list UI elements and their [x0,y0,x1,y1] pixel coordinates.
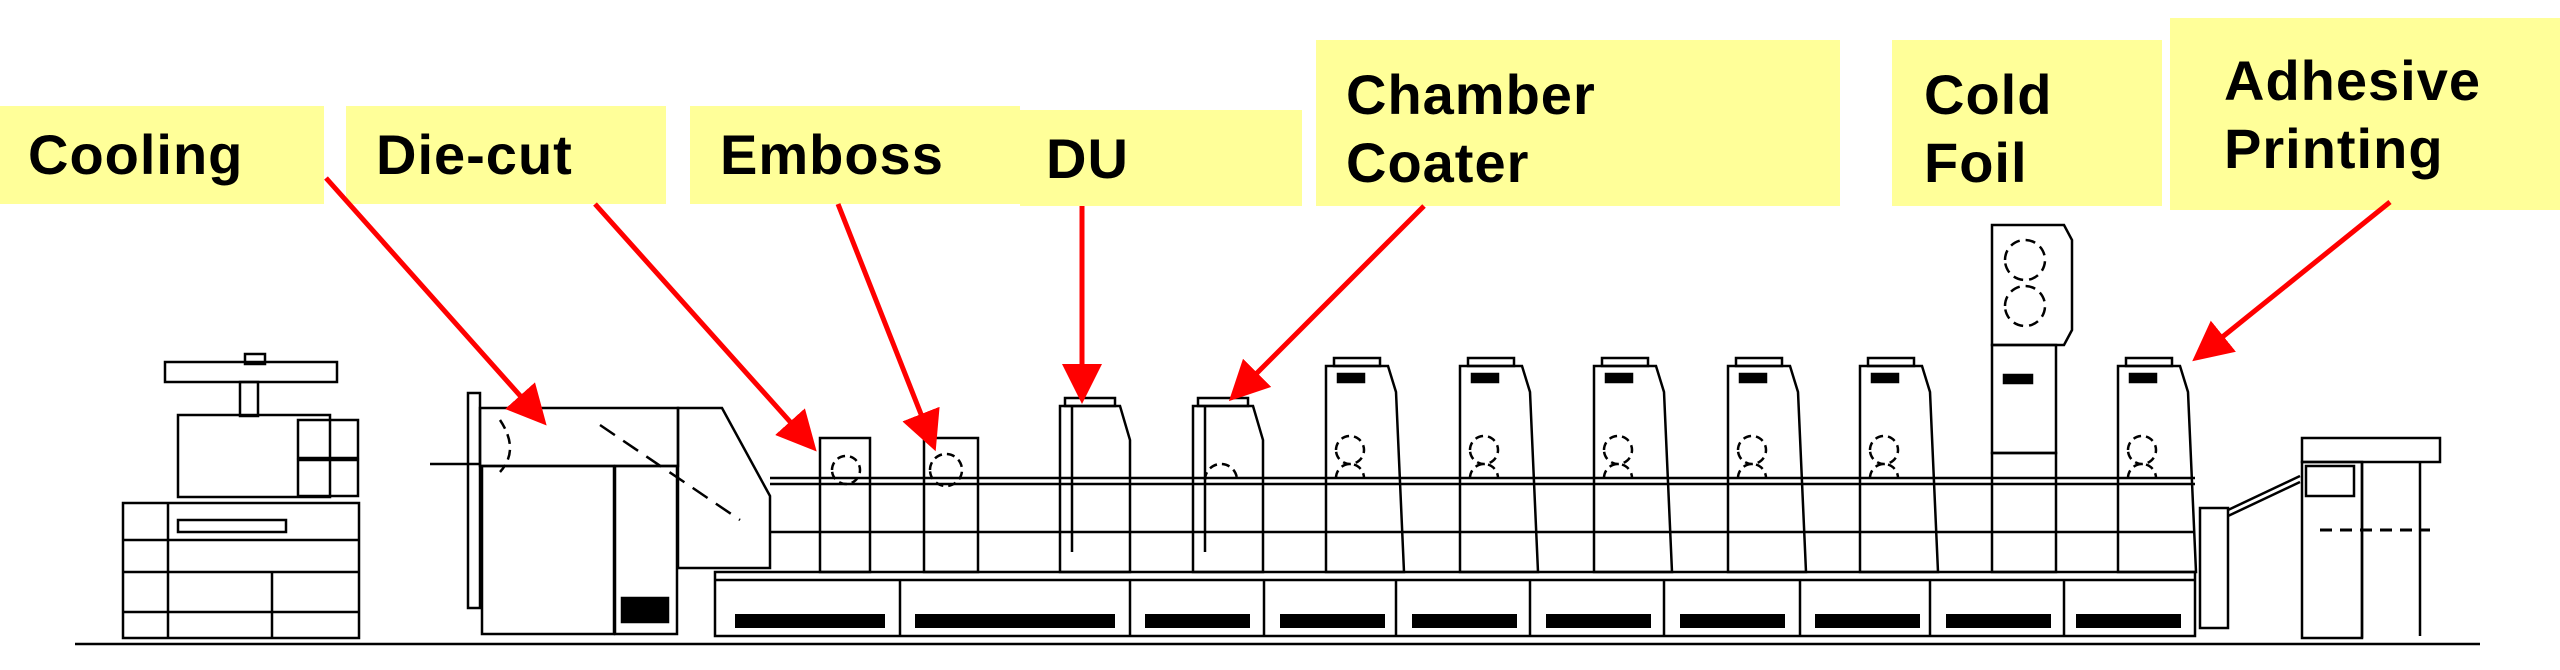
feeder [2198,436,2442,640]
arrow-diecut [593,202,817,452]
label-diecut-text: Die-cut [376,123,573,186]
label-chamber-line1: Chamber [1346,63,1596,126]
unit-diecut [818,436,872,574]
arrow-cooling [324,176,547,426]
control-console [121,352,361,640]
label-coldfoil-line1: Cold [1924,63,2053,126]
label-du-text: DU [1046,127,1129,190]
unit-cold-foil [1990,223,2074,574]
label-emboss: Emboss [690,106,1020,204]
label-emboss-text: Emboss [720,123,944,186]
arrow-adhesive-printing [2192,200,2392,362]
label-du: DU [1020,110,1302,206]
label-cold-foil: Cold Foil [1892,40,2162,206]
label-diecut: Die-cut [346,106,666,204]
arrow-chamber-coater [1228,204,1426,402]
callout-arrows [324,176,2392,452]
label-adhesive-line2: Printing [2224,117,2444,180]
press-base [713,570,2197,638]
unit-emboss [922,436,980,574]
cooling-unit [430,391,772,636]
label-cooling-text: Cooling [28,123,244,186]
base-vents [735,614,2181,628]
arrow-emboss [835,203,940,452]
label-adhesive-line1: Adhesive [2224,49,2481,112]
label-adhesive-printing: Adhesive Printing [2170,18,2560,210]
label-cooling: Cooling [0,106,324,204]
label-chamber-coater: Chamber Coater [1316,40,1840,206]
unit-chamber-coater [1191,396,1265,574]
label-coldfoil-line2: Foil [1924,131,2028,194]
label-chamber-line2: Coater [1346,131,1530,194]
printing-units [1324,356,2198,574]
